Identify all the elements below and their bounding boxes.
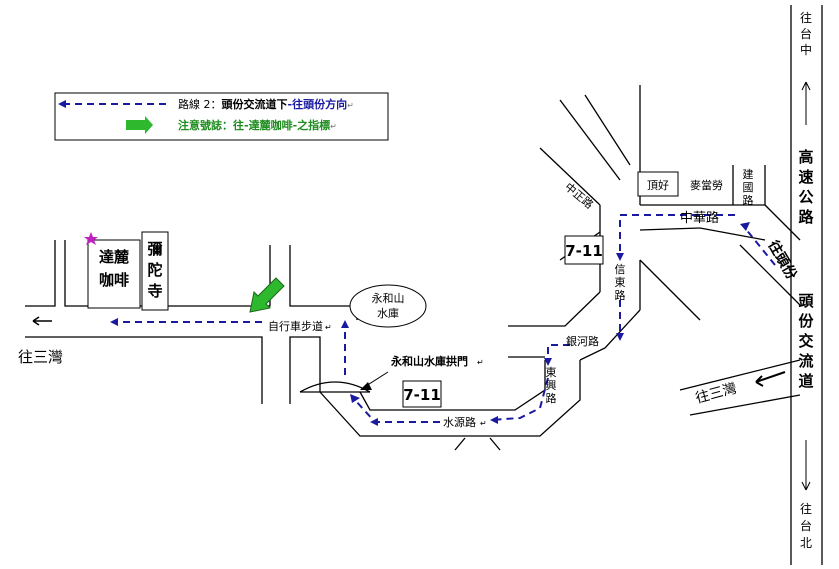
interchange-char-5: 道 [798,372,813,390]
seven-eleven-lower-label: 7-11 [403,386,441,404]
cafe-name-line2: 咖啡 [99,271,129,289]
dinghao-store: 頂好 [637,171,679,197]
arrow-down-icon [801,440,811,491]
route-path [110,214,776,426]
seven-eleven-lower: 7-11 [402,380,442,408]
star-icon [84,232,98,245]
highway-char-3: 公 [798,188,813,206]
to-sanwan-left: 往三灣 [18,316,63,366]
temple-building: 彌 陀 寺 [141,231,169,311]
legend-route-suffix: -往頭份方向 [288,97,348,111]
temple-char-2: 陀 [147,261,162,279]
dongxing-char-1: 東 [546,366,557,379]
shuiyuan-pilcrow: ↵ [480,419,487,428]
temple-char-1: 彌 [147,240,162,258]
dongxing-char-3: 路 [546,392,557,405]
jianguo-char-1: 建 [743,167,754,181]
jianguo-road-label: 建 國 路 [743,167,754,207]
temple-char-3: 寺 [147,282,162,300]
interchange-char-4: 流 [798,352,813,370]
xindong-char-1: 信 [615,263,626,276]
road-network [25,5,823,565]
jianguo-char-3: 路 [743,194,754,207]
legend: 路線 2：頭份交流道下-往頭份方向↵ 注意號誌：往-達麓咖啡-之指標↵ [54,92,389,141]
cafe-building: 達麓 咖啡 [87,239,141,309]
shuiyuan-road-label: 水源路 [443,415,476,429]
xindong-char-2: 東 [615,276,626,289]
reservoir-line1: 永和山 [372,291,405,305]
interchange-char-3: 交 [798,332,813,350]
seven-eleven-upper-label: 7-11 [565,242,603,260]
south-char-1: 往 [800,501,812,516]
green-direction-arrow-icon [249,277,285,313]
south-char-3: 北 [800,536,812,550]
legend-route-text: 頭份交流道下 [222,97,288,111]
interchange-char-2: 份 [798,312,814,330]
arrow-left-icon [32,316,52,326]
reservoir: 永和山 水庫 [349,284,427,328]
highway-column: 往 台 中 高 速 公 路 頭 份 交 流 道 往 台 北 [798,10,814,550]
arrow-left-down-icon [755,371,786,387]
dongxing-char-2: 興 [546,379,557,392]
seven-eleven-upper: 7-11 [564,235,604,265]
mcdonalds-label: 麥當勞 [690,178,723,192]
to-sanwan-right: 往三灣 [694,371,786,407]
legend-note-prefix: 注意號誌：往 [178,118,244,132]
south-char-2: 台 [800,518,812,533]
xindong-char-3: 路 [615,289,626,302]
north-char-1: 往 [800,10,812,25]
reservoir-line2: 水庫 [377,306,399,320]
highway-char-4: 路 [798,208,814,226]
xindong-road-label: 信 東 路 [615,263,626,302]
highway-char-2: 速 [798,168,813,186]
highway-char-1: 高 [798,148,813,166]
legend-route-prefix: 路線 2： [178,97,222,111]
arrow-up-icon [801,81,811,125]
arch-callout-line [365,371,389,387]
north-char-3: 中 [800,42,812,57]
north-char-2: 台 [800,26,812,41]
reservoir-arch-label: 永和山水庫拱門 [390,354,468,368]
reservoir-arch-pilcrow: ↵ [477,358,484,367]
legend-pilcrow-1: ↵ [347,101,354,110]
yinhe-road-label: 銀河路 [566,334,599,348]
svg-text:注意號誌：往-達麓咖啡-之指標↵: 注意號誌：往-達麓咖啡-之指標↵ [178,118,337,132]
legend-note-cafe: -達麓咖啡 [244,118,293,132]
cafe-name: 達麓 [99,248,130,266]
bike-path-pilcrow: ↵ [325,323,332,332]
legend-green-arrow-icon [126,116,153,134]
dinghao-label: 頂好 [647,178,669,192]
jianguo-char-2: 國 [743,181,754,194]
bike-path-label: 自行車步道 [268,319,323,333]
svg-text:路線 2：頭份交流道下-往頭份方向↵: 路線 2：頭份交流道下-往頭份方向↵ [178,97,354,111]
dongxing-road-label: 東 興 路 [546,366,557,405]
legend-note-suffix: -之指標 [293,118,331,132]
zhonghua-road-label: 中華路 [680,210,719,226]
legend-pilcrow-2: ↵ [330,122,337,131]
to-sanwan-label: 往三灣 [18,348,63,366]
interchange-char-1: 頭 [798,292,814,310]
